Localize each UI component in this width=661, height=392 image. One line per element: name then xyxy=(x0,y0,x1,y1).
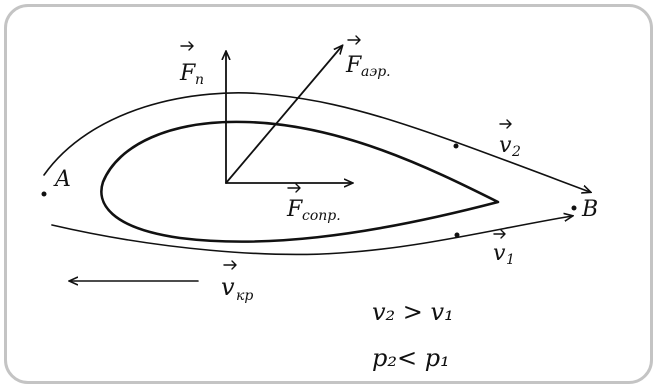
label-aero-force: F аэр. xyxy=(345,35,391,80)
svg-text:аэр.: аэр. xyxy=(361,64,391,80)
label-drag-force: F сопр. xyxy=(286,183,341,224)
streamline-upper xyxy=(43,92,590,192)
airfoil-outline xyxy=(100,120,500,243)
svg-text:F: F xyxy=(286,197,303,222)
label-velocity-top: v 2 xyxy=(499,119,521,160)
svg-text:кр: кр xyxy=(236,288,253,304)
svg-text:F: F xyxy=(345,53,362,78)
flow-dot-lower xyxy=(454,232,460,238)
relation-pressure: p₂< p₁ xyxy=(372,344,450,372)
label-point-b: B xyxy=(581,197,598,222)
aero-force-arrow xyxy=(225,46,342,184)
svg-text:v: v xyxy=(493,241,506,266)
svg-text:F: F xyxy=(179,61,196,86)
label-velocity-bottom: v 1 xyxy=(493,229,515,268)
svg-text:v: v xyxy=(499,133,512,158)
diagram-frame xyxy=(4,4,653,384)
streamline-lower xyxy=(51,216,572,256)
svg-text:v: v xyxy=(221,273,235,301)
point-a-dot xyxy=(41,191,47,197)
point-b-dot xyxy=(571,205,577,211)
svg-text:2: 2 xyxy=(511,144,521,160)
relation-velocity: v₂ > v₁ xyxy=(372,298,454,326)
svg-text:п: п xyxy=(195,72,204,88)
svg-text:сопр.: сопр. xyxy=(302,208,341,224)
label-point-a: A xyxy=(53,167,71,192)
flow-dot-upper xyxy=(453,143,459,149)
svg-text:1: 1 xyxy=(506,252,515,268)
label-flow-velocity: v кр xyxy=(221,260,253,304)
label-lift-force: F п xyxy=(179,41,204,88)
